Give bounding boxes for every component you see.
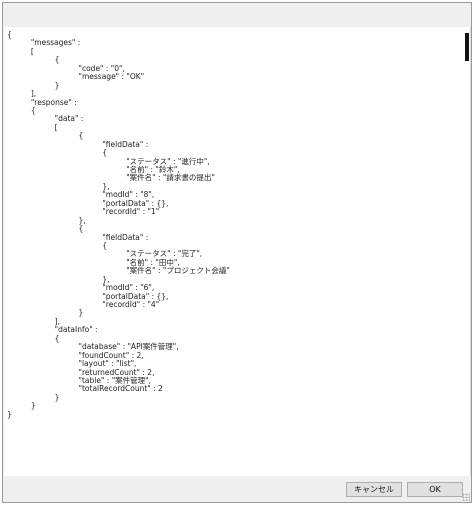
json-line: "ステータス" : "完了", bbox=[7, 249, 203, 259]
json-line: "totalRecordCount" : 2 bbox=[7, 384, 163, 394]
json-line: { bbox=[7, 105, 36, 115]
json-line: "message" : "OK" bbox=[7, 72, 145, 82]
json-line: { bbox=[7, 240, 108, 250]
json-line: "案件名" : "請求書の提出" bbox=[7, 173, 215, 183]
json-line: { bbox=[7, 55, 60, 65]
dialog-footer: キャンセル OK bbox=[3, 476, 471, 502]
json-line: } bbox=[7, 401, 36, 411]
json-line: ], bbox=[7, 316, 60, 326]
json-line: } bbox=[7, 80, 60, 90]
json-line: [ bbox=[7, 122, 58, 132]
json-line: "layout" : "list", bbox=[7, 359, 137, 369]
json-line: "response" : bbox=[7, 97, 77, 107]
dialog-titlebar bbox=[3, 3, 471, 28]
json-line: "案件名" : "プロジェクト会議" bbox=[7, 266, 230, 276]
json-line: "portalData" : {}, bbox=[7, 198, 169, 208]
json-line: "ステータス" : "進行中", bbox=[7, 156, 210, 166]
json-line: ], bbox=[7, 89, 37, 99]
json-line: "foundCount" : 2, bbox=[7, 350, 144, 360]
json-line: }, bbox=[7, 215, 86, 225]
ok-button[interactable]: OK bbox=[407, 482, 463, 497]
json-line: "dataInfo" : bbox=[7, 325, 98, 335]
json-line: } bbox=[7, 409, 12, 419]
json-line: { bbox=[7, 333, 60, 343]
scroll-indicator[interactable] bbox=[465, 33, 469, 61]
json-line: { bbox=[7, 30, 12, 39]
json-line: "recordId" : "4" bbox=[7, 300, 160, 309]
json-line: "code" : "0", bbox=[7, 63, 125, 73]
json-lines: { "messages" : [ { "code" : "0", "messag… bbox=[4, 27, 470, 419]
json-line: "名前" : "田中", bbox=[7, 257, 180, 267]
json-line: "modId" : "6", bbox=[7, 283, 155, 293]
json-line: "table" : "案件管理", bbox=[7, 375, 151, 385]
json-line: { bbox=[7, 148, 108, 158]
json-line: }, bbox=[7, 181, 110, 191]
json-line: } bbox=[7, 392, 60, 402]
json-line: "recordId" : "1" bbox=[7, 207, 160, 217]
json-line: { bbox=[7, 131, 84, 141]
json-line: { bbox=[7, 224, 84, 234]
cancel-button[interactable]: キャンセル bbox=[346, 482, 402, 497]
json-line: "data" : bbox=[7, 114, 84, 124]
json-line: "messages" : bbox=[7, 38, 81, 48]
json-line: } bbox=[7, 308, 84, 318]
json-line: }, bbox=[7, 274, 110, 284]
json-text-area[interactable]: { "messages" : [ { "code" : "0", "messag… bbox=[4, 27, 471, 477]
json-line: "database" : "API案件管理", bbox=[7, 342, 179, 352]
json-line: [ bbox=[7, 46, 34, 56]
json-line: "fieldData" : bbox=[7, 139, 149, 149]
json-line: "modId" : "8", bbox=[7, 190, 155, 200]
json-line: "fieldData" : bbox=[7, 232, 149, 242]
resize-grip-icon[interactable] bbox=[462, 493, 470, 501]
json-line: "returnedCount" : 2, bbox=[7, 367, 155, 377]
json-line: "portalData" : {}, bbox=[7, 291, 169, 301]
json-line: "名前" : "鈴木", bbox=[7, 165, 180, 174]
